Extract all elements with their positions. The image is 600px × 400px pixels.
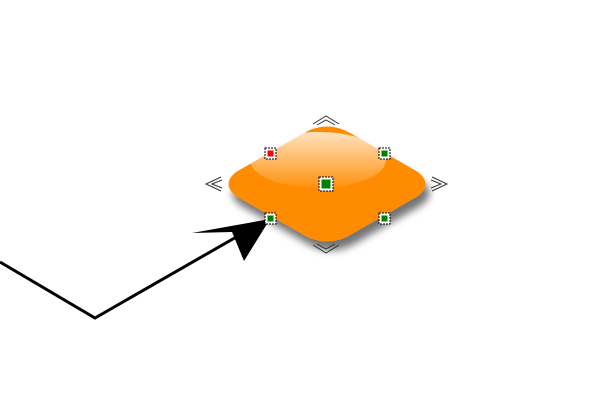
diamond-gloss	[250, 132, 386, 188]
resize-left-chevron-icon[interactable]	[204, 176, 223, 192]
handle-center[interactable]	[318, 176, 334, 192]
resize-bottom-chevron-icon[interactable]	[312, 243, 340, 254]
resize-top-chevron-icon[interactable]	[312, 115, 340, 126]
handle-top-right[interactable]	[378, 147, 391, 160]
resize-right-chevron-icon[interactable]	[430, 176, 449, 192]
connector-arrow[interactable]	[0, 219, 270, 320]
resize-chevrons[interactable]	[204, 115, 449, 254]
connector-line[interactable]	[0, 226, 253, 320]
handle-top-left[interactable]	[264, 147, 277, 160]
handle-bottom-right[interactable]	[378, 212, 391, 225]
arrowhead	[192, 219, 270, 261]
selection-handles[interactable]	[264, 147, 391, 225]
handle-bottom-left[interactable]	[264, 212, 277, 225]
